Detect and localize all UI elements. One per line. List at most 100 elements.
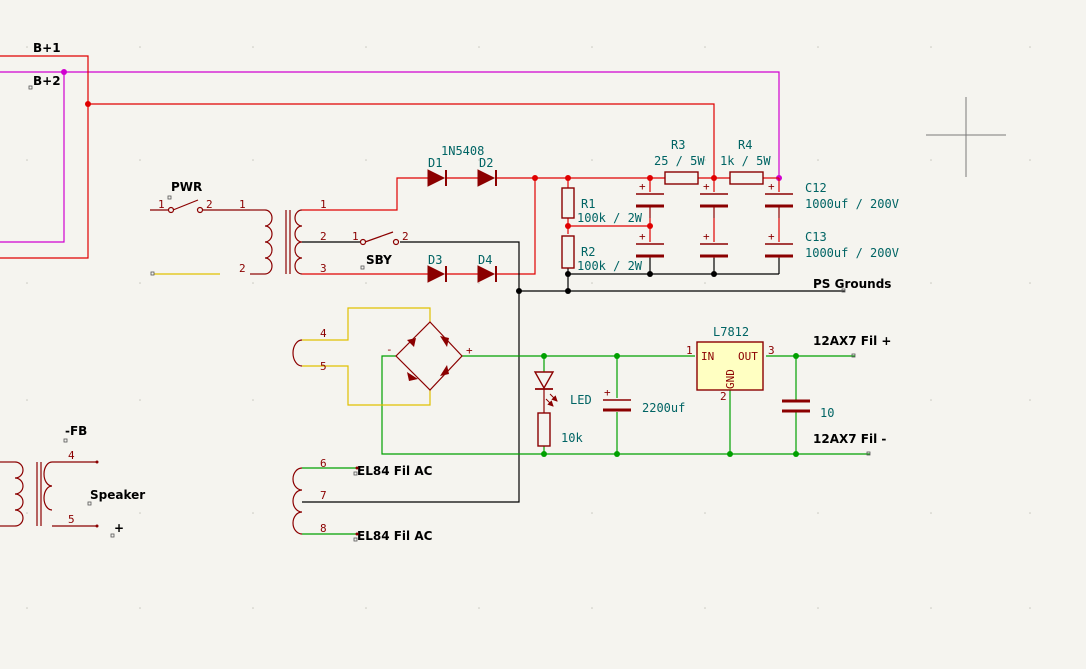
led[interactable]	[533, 371, 558, 413]
pin-reg-2: 2	[720, 390, 727, 403]
svg-text:+: +	[703, 180, 710, 193]
resistor-r1[interactable]	[561, 187, 575, 219]
ref-2200uf: 2200uf	[642, 401, 685, 415]
pin-reg-1: 1	[686, 344, 693, 357]
label-b2: B+2	[33, 74, 61, 88]
output-transformer[interactable]	[0, 461, 97, 527]
junction-red-1	[85, 101, 91, 107]
label-fil-minus: 12AX7 Fil -	[813, 432, 886, 446]
pin-t-s4: 4	[320, 327, 327, 340]
pin-pwr-1: 1	[158, 198, 165, 211]
svg-text:+: +	[768, 180, 775, 193]
junction-green-2	[614, 353, 620, 359]
resistor-r3[interactable]	[664, 171, 699, 185]
ref-c-out: 10	[820, 406, 834, 420]
regulator-l7812[interactable]	[696, 341, 764, 391]
ref-r1-value: 100k / 2W	[577, 211, 643, 225]
label-b1: B+1	[33, 41, 61, 55]
pin-t-s2: 2	[320, 230, 327, 243]
junction-green-5	[614, 451, 620, 457]
ref-l7812: L7812	[713, 325, 749, 339]
pin-reg-3: 3	[768, 344, 775, 357]
svg-text:+: +	[604, 386, 611, 399]
pin-t-s8: 8	[320, 522, 327, 535]
resistor-r2[interactable]	[561, 235, 575, 269]
ref-r4: R4	[738, 138, 752, 152]
pin-t-s3: 3	[320, 262, 327, 275]
diode-d4[interactable]	[477, 265, 497, 283]
fil-winding-678[interactable]	[292, 467, 303, 535]
grid	[26, 46, 1031, 609]
ref-d3: D3	[428, 253, 442, 267]
pin-t-s1: 1	[320, 198, 327, 211]
junction-gnd-5	[711, 271, 717, 277]
label-plus: +	[114, 521, 124, 535]
label-el84-a: EL84 Fil AC	[357, 464, 433, 478]
ref-c13-value: 1000uf / 200V	[805, 246, 899, 260]
junction-gnd-4	[647, 271, 653, 277]
pin-t-p2: 2	[239, 262, 246, 275]
label-speaker: Speaker	[90, 488, 145, 502]
reg-gnd-label: GND	[724, 369, 737, 389]
capacitor-2200uf[interactable]: +	[603, 386, 631, 412]
diode-d2[interactable]	[477, 169, 497, 187]
pin-ot-5: 5	[68, 513, 75, 526]
svg-text:+: +	[703, 230, 710, 243]
ref-d4: D4	[478, 253, 492, 267]
ref-d1: D1	[428, 156, 442, 170]
junction-green-6	[727, 451, 733, 457]
wire-ground[interactable]	[302, 241, 845, 503]
pin-dots	[95, 460, 359, 536]
pin-t-s7: 7	[320, 489, 327, 502]
label-ps-grounds: PS Grounds	[813, 277, 891, 291]
label-fb: -FB	[65, 424, 87, 438]
pin-sby-1: 1	[352, 230, 359, 243]
ref-led: LED	[570, 393, 592, 407]
crosshair-cursor	[926, 97, 1006, 177]
bridge-minus-label: -	[386, 343, 393, 356]
power-transformer[interactable]	[250, 209, 303, 275]
junction-red-2	[532, 175, 538, 181]
label-fil-plus: 12AX7 Fil +	[813, 334, 891, 348]
ref-c12: C12	[805, 181, 827, 195]
wire-green-net[interactable]	[302, 355, 870, 535]
cap-plus-marks: +++ +++	[639, 180, 775, 243]
bridge-rectifier[interactable]	[395, 321, 463, 391]
reg-out-label: OUT	[738, 350, 758, 363]
junction-gnd-2	[565, 288, 571, 294]
pin-t-s5: 5	[320, 360, 327, 373]
resistor-r4[interactable]	[729, 171, 764, 185]
pin-sby-2: 2	[402, 230, 409, 243]
wire-b2[interactable]	[0, 71, 780, 243]
junction-red-4	[647, 175, 653, 181]
junction-green-1	[541, 353, 547, 359]
svg-text:+: +	[768, 230, 775, 243]
junction-red-5	[711, 175, 717, 181]
ref-r2-value: 100k / 2W	[577, 259, 643, 273]
junction-green-7	[793, 451, 799, 457]
diode-d3[interactable]	[427, 265, 447, 283]
ref-r2: R2	[581, 245, 595, 259]
cap-leads	[649, 206, 780, 258]
pin-t-p1: 1	[239, 198, 246, 211]
junction-red-3	[565, 175, 571, 181]
pwr-switch[interactable]	[150, 199, 250, 214]
label-sby: SBY	[366, 253, 392, 267]
junction-red-7	[647, 223, 653, 229]
junction-gnd-1	[516, 288, 522, 294]
ref-c12-value: 1000uf / 200V	[805, 197, 899, 211]
ref-r3-value: 25 / 5W	[654, 154, 705, 168]
sby-switch[interactable]	[359, 231, 400, 246]
wire-yellow[interactable]	[154, 273, 431, 406]
diode-d1[interactable]	[427, 169, 447, 187]
svg-text:+: +	[639, 230, 646, 243]
pin-t-s6: 6	[320, 457, 327, 470]
resistor-led[interactable]	[537, 412, 551, 447]
capacitor-10[interactable]	[782, 399, 810, 413]
label-pwr: PWR	[171, 180, 202, 194]
junction-green-3	[793, 353, 799, 359]
fil-winding-45[interactable]	[292, 339, 303, 367]
pin-ot-4: 4	[68, 449, 75, 462]
junction-green-4	[541, 451, 547, 457]
